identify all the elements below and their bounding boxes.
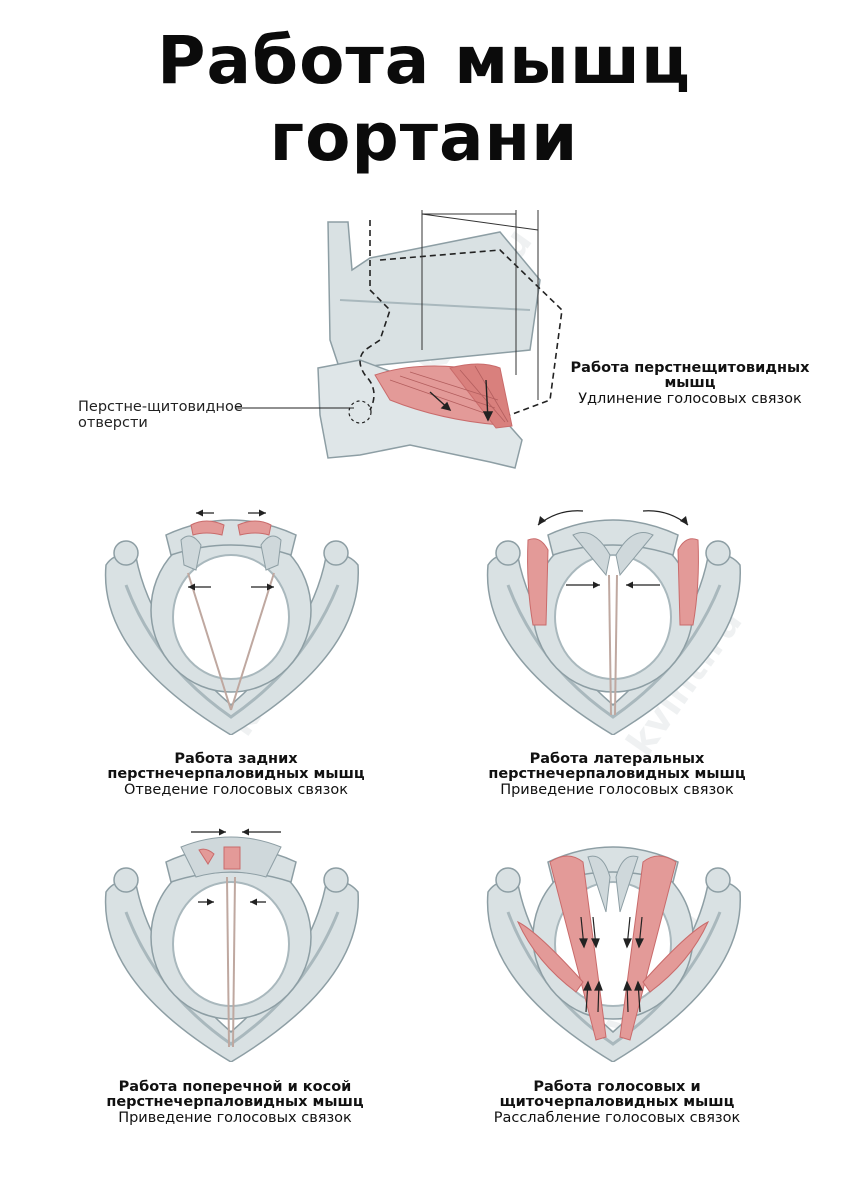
larynx-top-view	[104, 828, 359, 1062]
page-title: Работа мышц гортани	[157, 22, 691, 176]
panel-caption-2: Работа латеральных перстнечерпаловидных …	[488, 751, 746, 798]
pointer-line	[236, 407, 354, 409]
lateral-cricoarytenoid-figure	[478, 495, 748, 735]
cricothyroid-figure	[300, 200, 570, 480]
transverse-arytenoid-figure	[96, 822, 366, 1062]
panel-caption-1: Работа задних перстнечерпаловидных мышц …	[107, 751, 365, 798]
cricothyroid-foramen-label: Перстне-щитовидное отверсти	[78, 399, 243, 431]
posterior-cricoarytenoid-figure	[96, 495, 366, 735]
top-caption: Работа перстнещитовидных мышц Удлинение …	[570, 360, 810, 407]
panel-caption-4: Работа голосовых и щиточерпаловидных мыш…	[493, 1079, 741, 1126]
panel-caption-3: Работа поперечной и косой перстнечерпало…	[106, 1079, 364, 1126]
larynx-top-view	[486, 846, 741, 1062]
larynx-top-view	[104, 509, 359, 735]
larynx-top-view	[486, 510, 741, 735]
thyroarytenoid-figure	[478, 822, 748, 1062]
